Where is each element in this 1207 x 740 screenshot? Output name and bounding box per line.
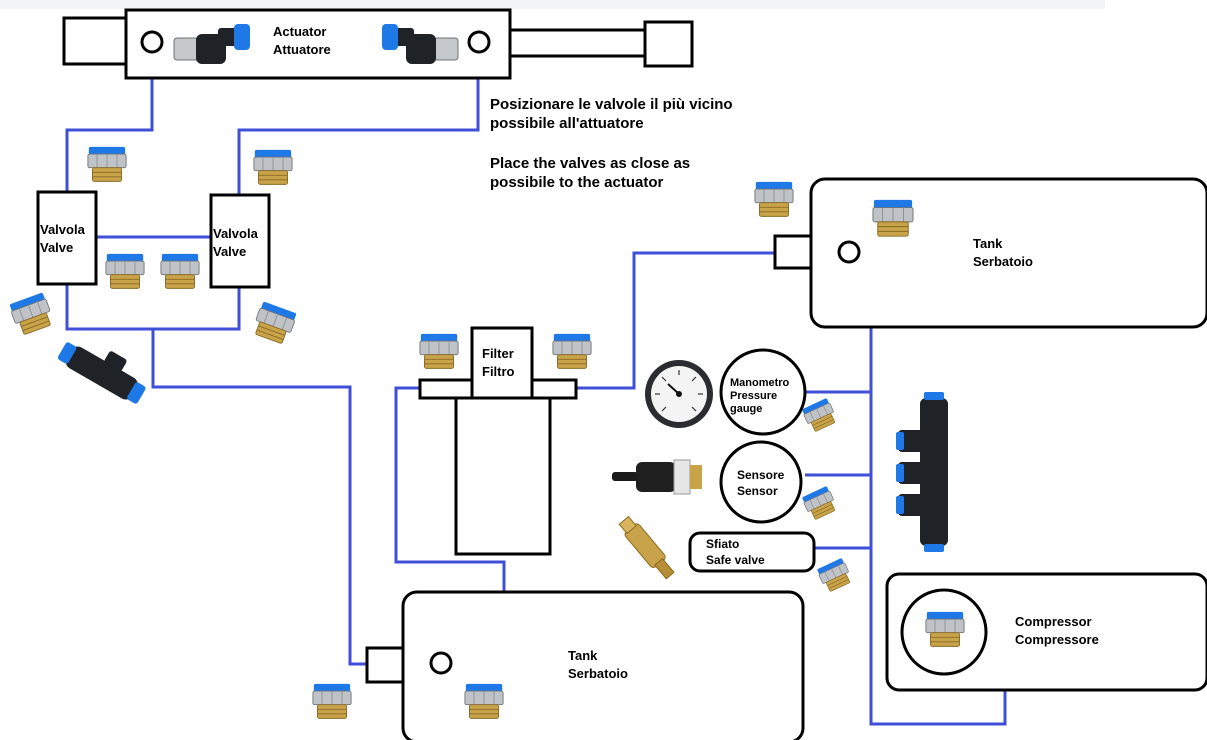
safe-valve: Sfiato Safe valve [690, 533, 814, 571]
actuator-label-it: Attuatore [273, 42, 331, 57]
straight-push-fitting-icon [755, 182, 793, 217]
pressure-sensor-icon [612, 460, 702, 494]
sensor: Sensore Sensor [721, 442, 801, 522]
compressor-label-en: Compressor [1015, 614, 1092, 629]
tank-bottom-label-en: Tank [568, 648, 598, 663]
compressor-label-it: Compressore [1015, 632, 1099, 647]
straight-push-fitting-icon [313, 684, 351, 719]
straight-push-fitting-icon [465, 684, 503, 719]
straight-push-fitting-icon [254, 150, 292, 185]
manometer-label-en: Pressure [730, 390, 777, 402]
straight-push-fitting-icon [926, 612, 964, 647]
tank-top: Tank Serbatoio [775, 179, 1207, 327]
valve-left: Valvola Valve [38, 192, 96, 284]
manometer-label-it: Manometro [730, 377, 790, 389]
tank-bottom-label-it: Serbatoio [568, 666, 628, 681]
straight-push-fitting-icon [88, 147, 126, 182]
sensor-label-it: Sensore [737, 468, 785, 482]
brass-adapter-icon [801, 486, 838, 521]
straight-push-fitting-icon [106, 254, 144, 289]
straight-push-fitting-icon [161, 254, 199, 289]
valve-left-label-en: Valve [40, 240, 73, 255]
safety-valve-icon [617, 515, 677, 582]
valve-right: Valvola Valve [211, 195, 269, 287]
valve-left-label-it: Valvola [40, 222, 86, 237]
actuator-label-en: Actuator [273, 24, 326, 39]
tank-top-label-en: Tank [973, 236, 1003, 251]
filter-label-en: Filter [482, 346, 514, 361]
pressure-gauge-icon [645, 360, 713, 428]
actuator: Actuator Attuatore [64, 10, 692, 78]
sensor-label-en: Sensor [737, 484, 778, 498]
note-italian-line2: possibile all'attuatore [490, 114, 644, 133]
brass-adapter-icon [801, 398, 838, 433]
y-connector-icon [56, 329, 154, 406]
straight-push-fitting-icon [553, 334, 591, 369]
manometer: Manometro Pressure gauge [721, 350, 805, 434]
straight-push-fitting-icon [873, 200, 913, 236]
note-english-line2: possibile to the actuator [490, 173, 663, 192]
straight-push-fitting-icon [251, 301, 297, 345]
tank-bottom: Tank Serbatoio [367, 592, 803, 740]
safe-valve-label-en: Safe valve [706, 553, 765, 567]
straight-push-fitting-icon [420, 334, 458, 369]
note-english-line1: Place the valves as close as [490, 154, 690, 173]
valve-right-label-en: Valve [213, 244, 246, 259]
valve-right-label-it: Valvola [213, 226, 259, 241]
note-italian-line1: Posizionare le valvole il più vicino [490, 95, 733, 114]
tank-top-label-it: Serbatoio [973, 254, 1033, 269]
brass-adapter-icon [816, 558, 853, 593]
straight-push-fitting-icon [9, 292, 55, 336]
manifold-icon [896, 392, 948, 552]
safe-valve-label-it: Sfiato [706, 537, 739, 551]
filter-label-it: Filtro [482, 364, 515, 379]
manometer-label-en-2: gauge [730, 403, 762, 415]
